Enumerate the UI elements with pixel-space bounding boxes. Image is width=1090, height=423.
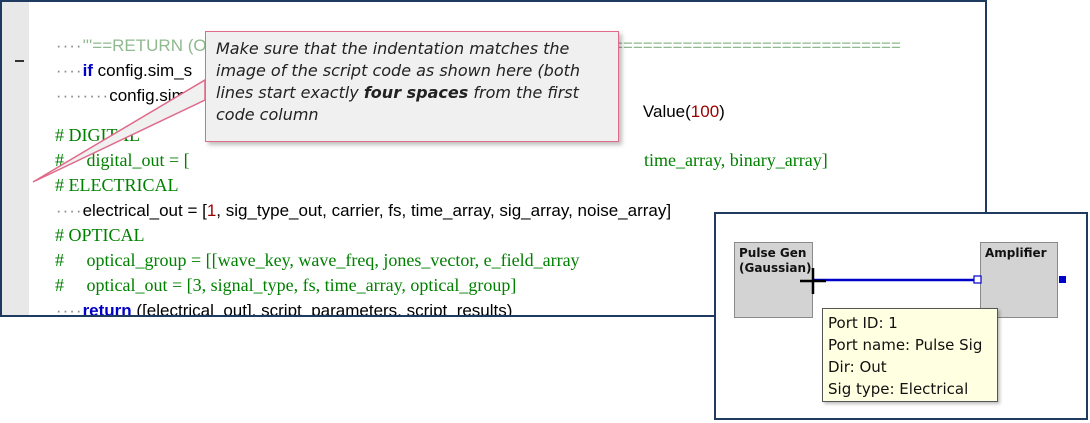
input-port[interactable] [973,275,982,284]
code-line-5-tail[interactable]: time_array, binary_array] [626,123,828,170]
code-line-7[interactable]: ····electrical_out = [1, sig_type_out, c… [37,173,671,220]
callout-emphasis: four spaces [363,83,469,102]
code-line-8[interactable]: # OPTICAL [37,198,145,245]
comment-text: # OPTICAL [55,225,145,245]
code-line-2[interactable]: ····if config.sim_s [37,33,192,80]
code-text: ([electrical_out], script_parameters, sc… [131,301,513,317]
code-line-3[interactable]: ········config.sim_s [37,58,204,105]
indent-dots: ···· [55,201,83,220]
amplifier-block[interactable]: Amplifier [980,242,1058,318]
block-label: Amplifier [985,246,1047,260]
code-line-1[interactable]: ····'''==RETURN (Output Signals, Paramet… [37,8,901,55]
output-port[interactable] [1059,276,1066,283]
indent-dots: ···· [55,36,83,55]
annotation-callout: Make sure that the indentation matches t… [205,31,619,142]
code-text: config.sim_s [92,61,193,80]
crosshair-cursor-icon [800,268,826,294]
code-line-6[interactable]: # ELECTRICAL [37,148,179,195]
fold-collapse-icon[interactable] [15,60,24,62]
keyword-if: if [82,61,93,80]
tooltip-direction: Dir: Out [828,358,887,376]
editor-gutter [2,2,29,315]
indent-dots: ···· [55,61,83,80]
comment-text: # optical_group = [[wave_key, wave_freq,… [55,250,580,270]
number-literal: 100 [690,102,720,121]
tooltip-port-name: Port name: Pulse Sig [828,336,983,354]
comment-text: time_array, binary_array] [644,150,828,170]
tooltip-port-id: Port ID: 1 [828,314,898,332]
code-line-10[interactable]: # optical_out = [3, signal_type, fs, tim… [37,248,516,295]
block-label: (Gaussian) [739,261,812,275]
number-literal: 1 [206,201,217,220]
comment-text: # optical_out = [3, signal_type, fs, tim… [55,275,517,295]
block-diagram-panel[interactable]: Pulse Gen (Gaussian) Amplifier Port ID: … [714,212,1088,420]
code-text: electrical_out = [ [82,201,207,220]
connection-layer [800,268,1066,294]
pulse-gen-block[interactable]: Pulse Gen (Gaussian) [734,242,813,318]
tooltip-sig-type: Sig type: Electrical [828,380,969,398]
code-text: Value( [642,102,691,121]
port-tooltip: Port ID: 1 Port name: Pulse Sig Dir: Out… [822,308,998,402]
callout-text: Make sure that the indentation matches t… [216,39,581,102]
code-line-4[interactable]: # DIGITAL [37,98,140,145]
code-text: , sig_type_out, carrier, fs, time_array,… [216,201,672,220]
code-text: ) [719,102,725,121]
code-line-11[interactable]: ····return ([electrical_out], script_par… [37,273,513,315]
callout-text: from the first code column [216,83,579,124]
block-label: Pulse Gen [739,246,807,260]
keyword-return: return [82,301,132,317]
code-line-3-tail[interactable]: Value(100) [624,74,725,121]
code-line-5[interactable]: # digital_out = [ [37,123,190,170]
indent-dots: ···· [55,301,83,317]
code-line-9[interactable]: # optical_group = [[wave_key, wave_freq,… [37,223,580,270]
